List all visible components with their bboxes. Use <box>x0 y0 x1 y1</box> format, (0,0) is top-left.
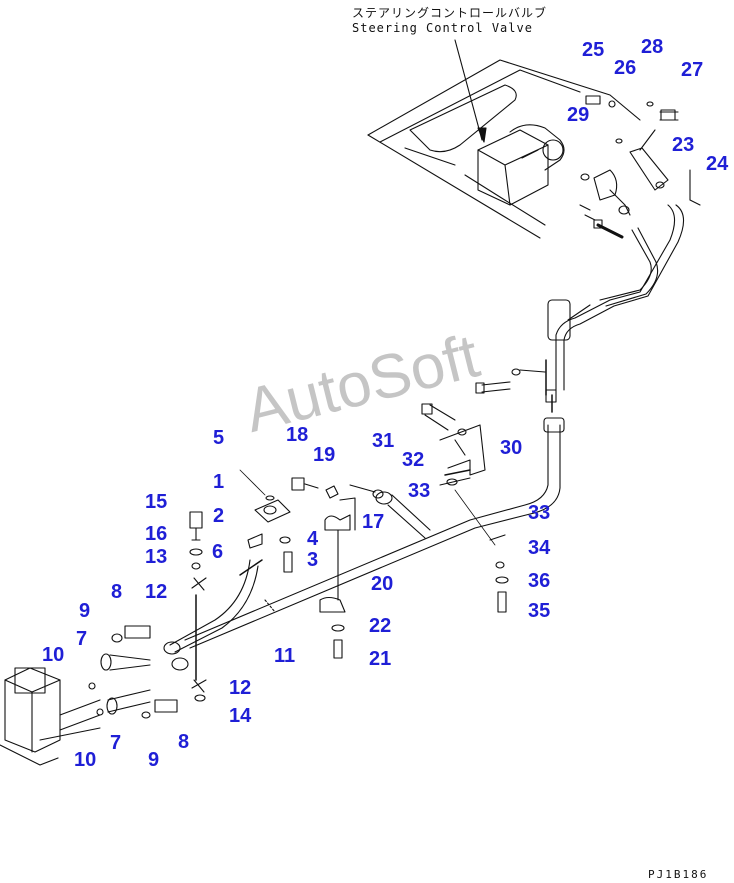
callout-3: 3 <box>307 549 319 571</box>
callout-34: 34 <box>528 537 551 559</box>
callout-30: 30 <box>500 437 523 459</box>
callout-17: 17 <box>362 511 385 533</box>
steering-control-valve <box>477 124 565 206</box>
clamp-bracket-group <box>291 477 431 659</box>
callout-18: 18 <box>286 424 309 446</box>
title-japanese: ステアリングコントロールバルブ <box>352 6 548 20</box>
callout-1: 1 <box>213 471 225 493</box>
callout-16: 16 <box>145 523 168 545</box>
drawing-code: PJ1B186 <box>648 868 709 881</box>
callout-20: 20 <box>371 573 394 595</box>
flange-block <box>239 469 293 573</box>
chassis-frame <box>367 59 641 239</box>
title-english: Steering Control Valve <box>352 21 533 35</box>
callout-23: 23 <box>672 134 695 156</box>
callout-12-lower: 12 <box>229 677 252 699</box>
callout-14: 14 <box>229 705 252 727</box>
callout-9-lower: 9 <box>148 749 160 771</box>
pump-unit <box>0 667 101 766</box>
callout-33-upper: 33 <box>408 480 431 502</box>
callout-27: 27 <box>681 59 704 81</box>
callout-29: 29 <box>567 104 590 126</box>
callout-10-upper: 10 <box>42 644 65 666</box>
callout-21: 21 <box>369 648 392 670</box>
callout-22: 22 <box>369 615 392 637</box>
callout-26: 26 <box>614 57 637 79</box>
callout-10-lower: 10 <box>74 749 97 771</box>
callout-12-upper: 12 <box>145 581 168 603</box>
callout-7-upper: 7 <box>76 628 88 650</box>
callout-24: 24 <box>706 153 729 175</box>
callout-13: 13 <box>145 546 168 568</box>
callout-15: 15 <box>145 491 168 513</box>
callout-36: 36 <box>528 570 551 592</box>
callout-11: 11 <box>274 645 296 667</box>
title-leader-arrow <box>454 39 487 143</box>
callout-28: 28 <box>641 36 664 58</box>
callout-4: 4 <box>307 528 319 550</box>
callout-31: 31 <box>372 430 395 452</box>
right-pipe-run <box>475 204 685 413</box>
callout-5: 5 <box>213 427 225 449</box>
callout-2: 2 <box>213 505 225 527</box>
callout-6: 6 <box>212 541 224 563</box>
hose-6 <box>163 559 263 671</box>
callout-35: 35 <box>528 600 551 622</box>
fitting-hardware-left <box>88 511 207 719</box>
callout-8-upper: 8 <box>111 581 123 603</box>
callout-25: 25 <box>582 39 605 61</box>
main-tube-11 <box>184 417 565 649</box>
callout-7-lower: 7 <box>110 732 122 754</box>
callout-9-upper: 9 <box>79 600 91 622</box>
bracket-30 <box>421 403 509 613</box>
callout-8-lower: 8 <box>178 731 190 753</box>
callout-19: 19 <box>313 444 336 466</box>
callout-32: 32 <box>402 449 425 471</box>
callout-33-lower: 33 <box>528 502 551 524</box>
valve-fittings <box>579 95 701 239</box>
